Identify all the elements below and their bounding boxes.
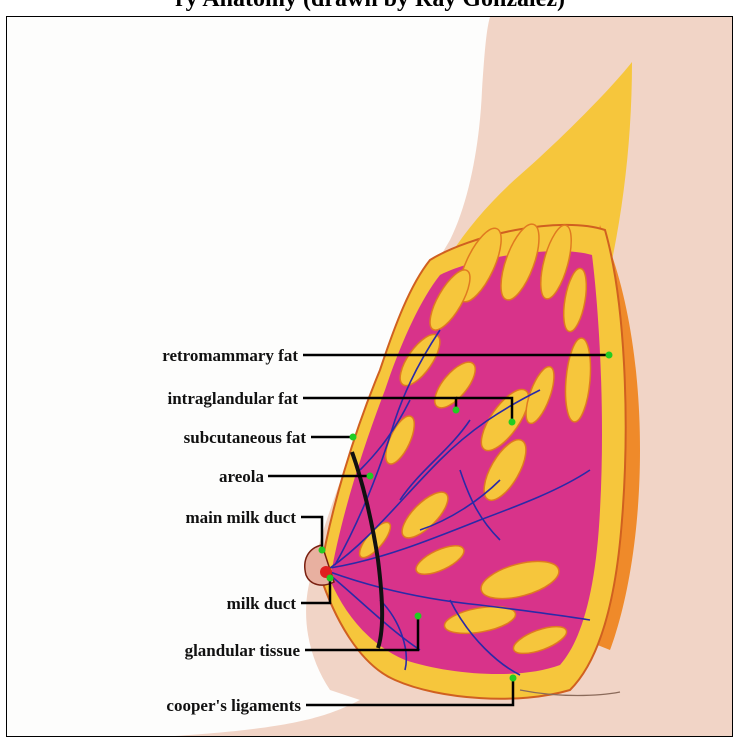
label-glandular-tissue: glandular tissue — [185, 641, 301, 660]
label-areola: areola — [219, 467, 265, 486]
label-retromammary-fat: retromammary fat — [162, 346, 298, 365]
label-coopers-ligaments: cooper's ligaments — [166, 696, 301, 715]
label-intraglandular-fat: intraglandular fat — [167, 389, 298, 408]
label-subcutaneous-fat: subcutaneous fat — [184, 428, 307, 447]
label-milk-duct: milk duct — [227, 594, 297, 613]
label-main-milk-duct: main milk duct — [185, 508, 296, 527]
